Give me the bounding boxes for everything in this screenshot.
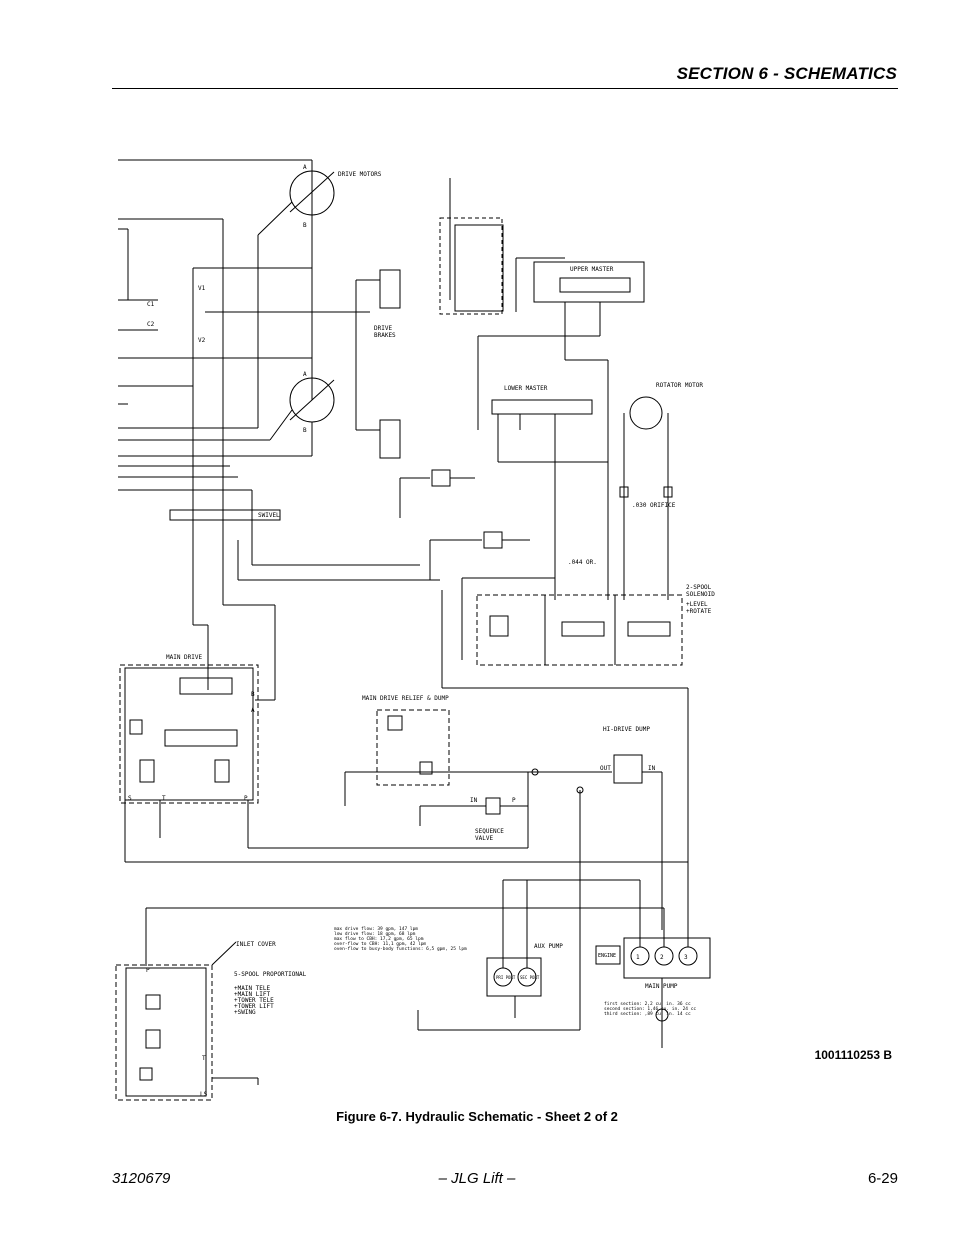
label-port-s: S: [128, 795, 132, 802]
label-port-a-1: A: [303, 164, 307, 171]
label-pump-3: 3: [684, 954, 688, 961]
label-pump-2: 2: [660, 954, 664, 961]
label-drive-motors: DRIVE MOTORS: [338, 171, 382, 178]
label-port-t-1: T: [162, 795, 166, 802]
label-port-b-1: B: [303, 222, 307, 229]
pump-note-3: third section: ,89 cu. in. 14 cc: [604, 1011, 691, 1017]
label-sequence-2: VALVE: [475, 835, 493, 842]
label-two-spool-3: +LEVEL: [686, 601, 708, 608]
label-port-a-2: A: [303, 371, 307, 378]
label-sequence-1: SEQUENCE: [475, 828, 504, 835]
label-aux-pump: AUX PUMP: [534, 943, 563, 950]
page-number: 6-29: [867, 1170, 898, 1187]
drawing-number: 1001110253 B: [814, 1048, 892, 1062]
label-spool-5: +SWING: [234, 1009, 256, 1016]
label-port-b-2: B: [303, 427, 307, 434]
label-main-drive-b: B: [251, 691, 255, 698]
footer-company: – JLG Lift –: [438, 1170, 516, 1187]
label-main-drive: MAIN DRIVE: [166, 654, 203, 661]
label-spool-3: +TOWER TELE: [234, 997, 274, 1004]
section-title: SECTION 6 - SCHEMATICS: [676, 64, 897, 83]
label-aux-port-2: SEC PORT: [520, 975, 540, 980]
label-spool-4: +TOWER LIFT: [234, 1003, 274, 1010]
flow-note-4: over-flow to CBH: 11,1 gpm, 42 lpm: [334, 941, 426, 947]
label-aux-port-1: PRI PORT: [496, 975, 516, 980]
label-upper-master: UPPER MASTER: [570, 266, 614, 273]
label-two-spool-1: 2-SPOOL: [686, 584, 712, 591]
figure-caption: Figure 6-7. Hydraulic Schematic - Sheet …: [336, 1109, 618, 1124]
label-port-out: OUT: [600, 765, 611, 772]
label-hi-drive-dump: HI-DRIVE DUMP: [603, 726, 650, 733]
flow-note-5: oven-flow to busy-body functions: 6,5 gp…: [334, 946, 467, 952]
label-orifice-044: .044 OR.: [568, 559, 597, 566]
label-five-spool: 5-SPOOL PROPORTIONAL: [234, 971, 307, 978]
flow-note-3: max flow to CBH: 17,2 gpm, 65 lpm: [334, 936, 424, 942]
label-two-spool-4: +ROTATE: [686, 608, 712, 615]
label-seq-p: P: [512, 797, 516, 804]
header-rule: [112, 88, 898, 89]
label-rotator-motor: ROTATOR MOTOR: [656, 382, 703, 389]
label-spool-2: +MAIN LIFT: [234, 991, 271, 998]
flow-note-1: max drive flow: 39 gpm, 147 lpm: [334, 926, 418, 932]
label-two-spool-2: SOLENOID: [686, 591, 715, 598]
label-port-c1: C1: [147, 301, 155, 308]
pump-note-1: first section: 2,2 cu. in. 36 cc: [604, 1001, 691, 1007]
doc-number: 3120679: [112, 1170, 171, 1187]
label-port-p-2: P: [146, 967, 150, 974]
label-drive-brakes-1: DRIVE: [374, 325, 392, 332]
label-port-in: IN: [648, 765, 656, 772]
label-seq-in: IN: [470, 797, 478, 804]
label-port-v1: V1: [198, 285, 206, 292]
label-spool-1: +MAIN TELE: [234, 985, 271, 992]
label-port-ls: LS: [200, 1091, 208, 1098]
label-port-t-2: T: [202, 1055, 206, 1062]
flow-note-2: low drive flow: 18 gpm, 68 lpm: [334, 931, 416, 937]
label-lower-master: LOWER MASTER: [504, 385, 548, 392]
pump-note-2: second section: 1,46 cu. in. 24 cc: [604, 1006, 696, 1012]
label-orifice-030: .030 ORIFICE: [632, 502, 676, 509]
label-swivel: SWIVEL: [258, 512, 280, 519]
label-main-pump: MAIN PUMP: [645, 983, 678, 990]
label-pump-1: 1: [636, 954, 640, 961]
label-engine: ENGINE: [598, 953, 616, 959]
label-port-c2: C2: [147, 321, 155, 328]
label-relief-dump: MAIN DRIVE RELIEF & DUMP: [362, 695, 449, 702]
label-main-drive-a: A: [251, 707, 255, 714]
flow-notes: max drive flow: 39 gpm, 147 lpm low driv…: [334, 926, 696, 1017]
schematic-labels: DRIVE MOTORS DRIVE BRAKES UPPER MASTER L…: [128, 164, 715, 1098]
label-port-v2: V2: [198, 337, 206, 344]
label-drive-brakes-2: BRAKES: [374, 332, 396, 339]
label-inlet-cover: INLET COVER: [236, 941, 276, 948]
label-port-p-1: P: [244, 795, 248, 802]
